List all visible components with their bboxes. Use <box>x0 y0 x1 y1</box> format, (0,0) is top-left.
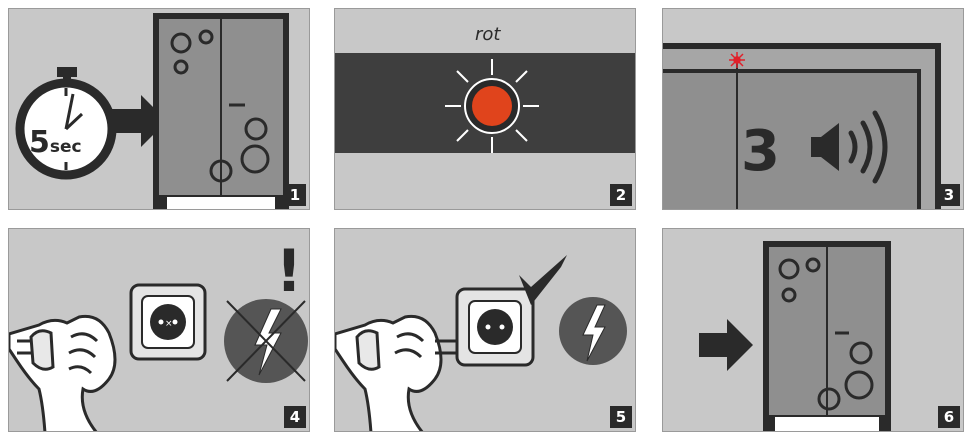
step-panel-5: 5 <box>334 228 636 432</box>
led-color-label: rot <box>475 24 501 45</box>
step-panel-4: × ! 4 <box>8 228 310 432</box>
warning-icon: ! <box>276 237 302 305</box>
speaker-icon <box>811 110 888 184</box>
hand-plug-icon <box>335 314 457 431</box>
step-number-4: 4 <box>284 406 306 428</box>
device-body <box>153 13 289 209</box>
socket-icon: × <box>129 283 207 361</box>
step-panel-1: 5sec 1 <box>8 8 310 210</box>
arrow-right-icon <box>109 95 167 147</box>
step-number-1: 1 <box>284 184 306 206</box>
timer-label: 5sec <box>29 125 82 160</box>
socket-icon <box>455 287 535 367</box>
voltage-icon <box>224 299 308 383</box>
hand-plug-icon <box>9 314 117 431</box>
device-top-edge <box>663 43 941 209</box>
checkmark-icon <box>519 255 567 305</box>
timer-unit: sec <box>49 137 82 157</box>
led-icon <box>445 59 539 153</box>
svg-text:×: × <box>165 319 173 329</box>
step-number-3: 3 <box>938 184 960 206</box>
step-number-6: 6 <box>938 406 960 428</box>
stopwatch-icon <box>15 67 117 180</box>
arrow-right-icon <box>699 319 753 371</box>
step-panel-3: 3 3 <box>662 8 964 210</box>
signal-count: 3 <box>741 119 780 184</box>
gear-icon <box>778 257 874 411</box>
laser-icon <box>729 52 745 68</box>
step-panel-2: rot 2 <box>334 8 636 210</box>
step-number-5: 5 <box>610 406 632 428</box>
step-number-2: 2 <box>610 184 632 206</box>
voltage-icon <box>559 297 627 365</box>
timer-value: 5 <box>29 125 50 160</box>
led-light <box>472 86 512 126</box>
step-panel-6: 6 <box>662 228 964 432</box>
gear-icon <box>170 29 270 183</box>
device-body <box>763 241 891 431</box>
